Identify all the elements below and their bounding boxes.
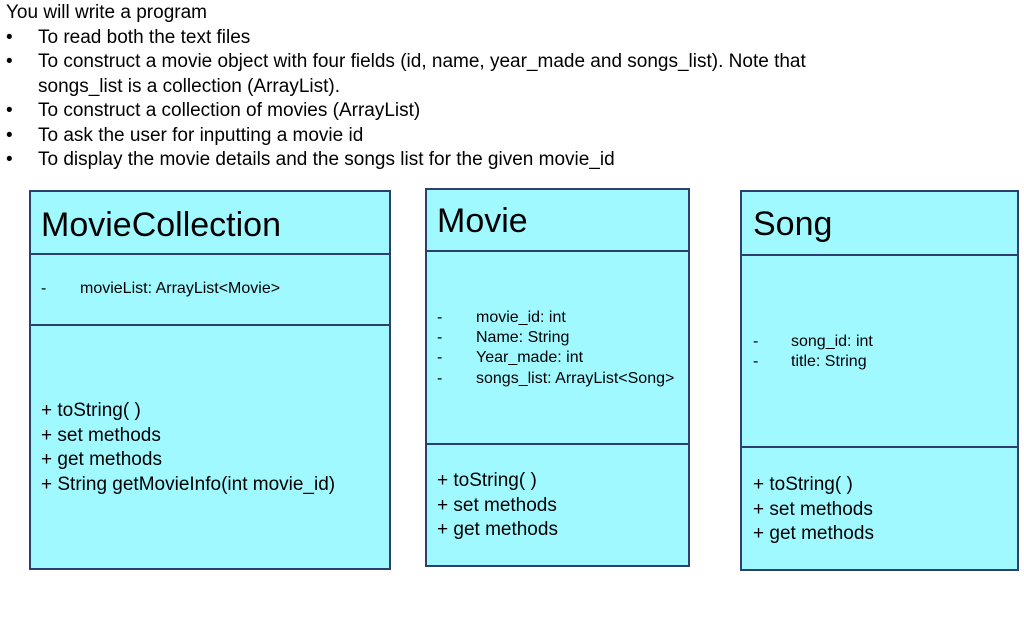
instruction-item: To ask the user for inputting a movie id (6, 124, 806, 149)
attribute-text: song_id: int (791, 333, 873, 350)
class-box-song: Song - song_id: int - title: String + to… (740, 190, 1019, 571)
instruction-item-text: To construct a movie object with four fi… (38, 51, 806, 72)
visibility-marker: - (437, 309, 443, 326)
instruction-item: To display the movie details and the son… (6, 148, 806, 173)
class-name: Song (753, 205, 833, 243)
methods-compartment: + toString( ) + set methods + get method… (427, 445, 688, 565)
method: + set methods (437, 494, 557, 516)
visibility-marker: - (753, 333, 759, 350)
instruction-item: To construct a movie object with four fi… (6, 50, 806, 99)
attribute-text: title: String (791, 353, 867, 370)
methods-list: + toString( ) + set methods + get method… (41, 399, 335, 497)
attribute-text: Name: String (476, 329, 570, 346)
methods-compartment: + toString( ) + set methods + get method… (742, 448, 1017, 569)
attribute-text: Year_made: int (476, 349, 584, 366)
class-box-movie: Movie - movie_id: int - Name: String - Y… (425, 188, 690, 567)
class-name-compartment: Song (742, 192, 1017, 256)
class-name: Movie (437, 202, 528, 240)
method: + String getMovieInfo(int movie_id) (41, 473, 336, 495)
instruction-item: To read both the text files (6, 26, 806, 51)
visibility-marker: - (437, 329, 443, 346)
instructions-heading: You will write a program (6, 2, 207, 23)
attributes-compartment: - movieList: ArrayList<Movie> (31, 255, 389, 326)
instructions: You will write a program To read both th… (6, 1, 806, 173)
method: + toString( ) (437, 470, 537, 491)
class-box-movie-collection: MovieCollection - movieList: ArrayList<M… (29, 190, 391, 570)
method: + get methods (437, 519, 558, 540)
instruction-item-continuation: songs_list is a collection (ArrayList). (38, 75, 340, 97)
attributes-compartment: - movie_id: int - Name: String - Year_ma… (427, 252, 688, 445)
class-name-compartment: MovieCollection (31, 192, 389, 255)
visibility-marker: - (437, 349, 443, 366)
attribute-text: movie_id: int (476, 309, 566, 326)
methods-compartment: + toString( ) + set methods + get method… (31, 326, 389, 568)
instruction-item: To construct a collection of movies (Arr… (6, 99, 806, 124)
instructions-list: To read both the text files To construct… (6, 26, 806, 173)
methods-list: + toString( ) + set methods + get method… (753, 473, 874, 547)
method: + toString( ) (41, 400, 141, 421)
methods-list: + toString( ) + set methods + get method… (437, 469, 558, 543)
class-name-compartment: Movie (427, 190, 688, 252)
attributes-compartment: - song_id: int - title: String (742, 256, 1017, 448)
visibility-marker: - (437, 370, 443, 387)
class-name: MovieCollection (41, 206, 281, 244)
method: + set methods (753, 498, 873, 520)
attribute-text: movieList: ArrayList<Movie> (80, 280, 281, 297)
method: + get methods (41, 449, 162, 470)
visibility-marker: - (41, 280, 47, 297)
method: + toString( ) (753, 474, 853, 495)
attribute-text: songs_list: ArrayList<Song> (476, 370, 675, 387)
visibility-marker: - (753, 353, 759, 370)
method: + set methods (41, 424, 161, 446)
method: + get methods (753, 523, 874, 544)
